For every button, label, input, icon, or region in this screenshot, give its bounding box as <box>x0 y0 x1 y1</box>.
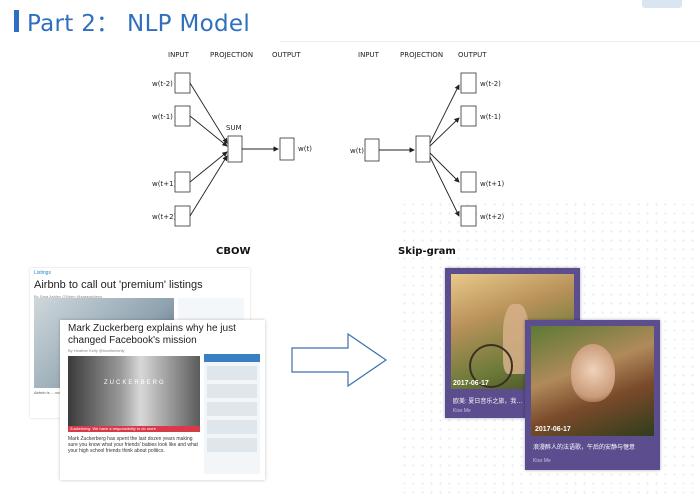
skipgram-projection-box <box>415 135 431 163</box>
cbow-input-box <box>174 171 191 193</box>
cbow-input-label: w(t-2) <box>152 80 173 88</box>
cbow-output-label: w(t) <box>298 145 312 153</box>
skipgram-output-label: w(t-1) <box>480 113 501 121</box>
corner-tab <box>642 0 682 8</box>
title-accent-bar <box>14 10 19 32</box>
cbow-edge <box>189 151 228 183</box>
article-photo <box>68 356 200 426</box>
card-date: 2017-06-17 <box>453 380 489 387</box>
skipgram-output-box <box>460 171 477 193</box>
sidebar-header <box>204 354 260 362</box>
skipgram-output-label: w(t-2) <box>480 80 501 88</box>
page-title: Part 2： NLP Model <box>27 11 251 37</box>
cbow-projection-header: PROJECTION <box>210 51 253 59</box>
skipgram-input-header: INPUT <box>358 51 380 59</box>
music-card[interactable]: 2017-06-17 浪漫醉人的法语歌，午后的安静与惬意 Kiss Me <box>525 320 660 470</box>
article-headline: Airbnb to call out 'premium' listings <box>34 279 203 291</box>
title-bar: Part 2： NLP Model <box>14 4 250 38</box>
word2vec-diagram: INPUT PROJECTION OUTPUT w(t-2) w(t-1) w(… <box>152 51 505 257</box>
card-date: 2017-06-17 <box>535 426 571 433</box>
cbow-input-label: w(t+2) <box>152 213 177 221</box>
sidebar-item <box>207 402 257 416</box>
cbow-diagram: INPUT PROJECTION OUTPUT w(t-2) w(t-1) w(… <box>152 51 312 257</box>
skipgram-edge <box>429 156 460 217</box>
right-arrow-icon <box>291 332 388 388</box>
article-screenshot-facebook: Mark Zuckerberg explains why he just cha… <box>60 320 265 480</box>
cbow-input-box <box>174 72 191 94</box>
skipgram-output-box <box>460 205 477 227</box>
cbow-projection-box <box>227 135 243 163</box>
skipgram-edge <box>429 84 460 144</box>
sidebar-item <box>207 438 257 452</box>
cbow-input-box <box>174 105 191 127</box>
cbow-edge <box>189 115 228 147</box>
card-photo-bicycle <box>469 344 513 388</box>
skipgram-input-box <box>364 138 380 162</box>
cbow-input-label: w(t-1) <box>152 113 173 121</box>
article-sidebar <box>204 354 260 474</box>
skipgram-output-header: OUTPUT <box>458 51 487 59</box>
cbow-caption: CBOW <box>216 246 251 257</box>
skipgram-projection-header: PROJECTION <box>400 51 443 59</box>
card-author: Kiss Me <box>533 458 551 464</box>
skipgram-edge <box>429 152 460 183</box>
article-byline: By Heather Kelly @heatherkelly <box>68 348 125 353</box>
card-caption: 浪漫醉人的法语歌，午后的安静与惬意 <box>533 445 636 451</box>
cbow-output-header: OUTPUT <box>272 51 301 59</box>
card-author: Kiss Me <box>453 408 471 414</box>
skipgram-output-box <box>460 72 477 94</box>
article-snippet: Airbnb is ... customers ... <box>34 390 79 395</box>
cbow-input-header: INPUT <box>168 51 190 59</box>
skipgram-input-label: w(t) <box>350 147 364 155</box>
article-kicker: Listings <box>34 270 51 276</box>
card-caption: 欧美: 夏日音乐之旅，我… <box>453 399 523 405</box>
cbow-edge <box>189 82 228 144</box>
skipgram-output-box <box>460 105 477 127</box>
cbow-input-label: w(t+1) <box>152 180 177 188</box>
cbow-input-box <box>174 205 191 227</box>
skipgram-diagram: INPUT PROJECTION OUTPUT w(t) w(t-2) w(t-… <box>350 51 505 257</box>
card-photo <box>531 326 654 436</box>
article-headline: Mark Zuckerberg explains why he just cha… <box>68 323 236 346</box>
article-photo-brand: ZUCKERBERG <box>104 380 166 386</box>
sidebar-item <box>207 366 257 380</box>
skipgram-edge <box>429 117 460 147</box>
skipgram-output-label: w(t+1) <box>480 180 505 188</box>
card-photo-portrait <box>571 344 615 402</box>
skipgram-output-label: w(t+2) <box>480 213 505 221</box>
article-video-banner <box>68 426 200 432</box>
article-lede: Mark Zuckerberg has spent the last dozen… <box>68 436 198 454</box>
article-byline: By Sara Ashley O'Brien @saraashleyo <box>34 294 103 299</box>
header-divider <box>280 41 700 42</box>
cbow-sum-label: SUM <box>226 124 242 132</box>
skipgram-caption: Skip-gram <box>398 246 456 257</box>
cbow-output-box <box>279 137 295 161</box>
sidebar-item <box>207 384 257 398</box>
cbow-edge <box>189 155 228 217</box>
article-video-banner-text: Zuckerberg: We have a responsibility to … <box>70 426 156 431</box>
sidebar-item <box>207 420 257 434</box>
